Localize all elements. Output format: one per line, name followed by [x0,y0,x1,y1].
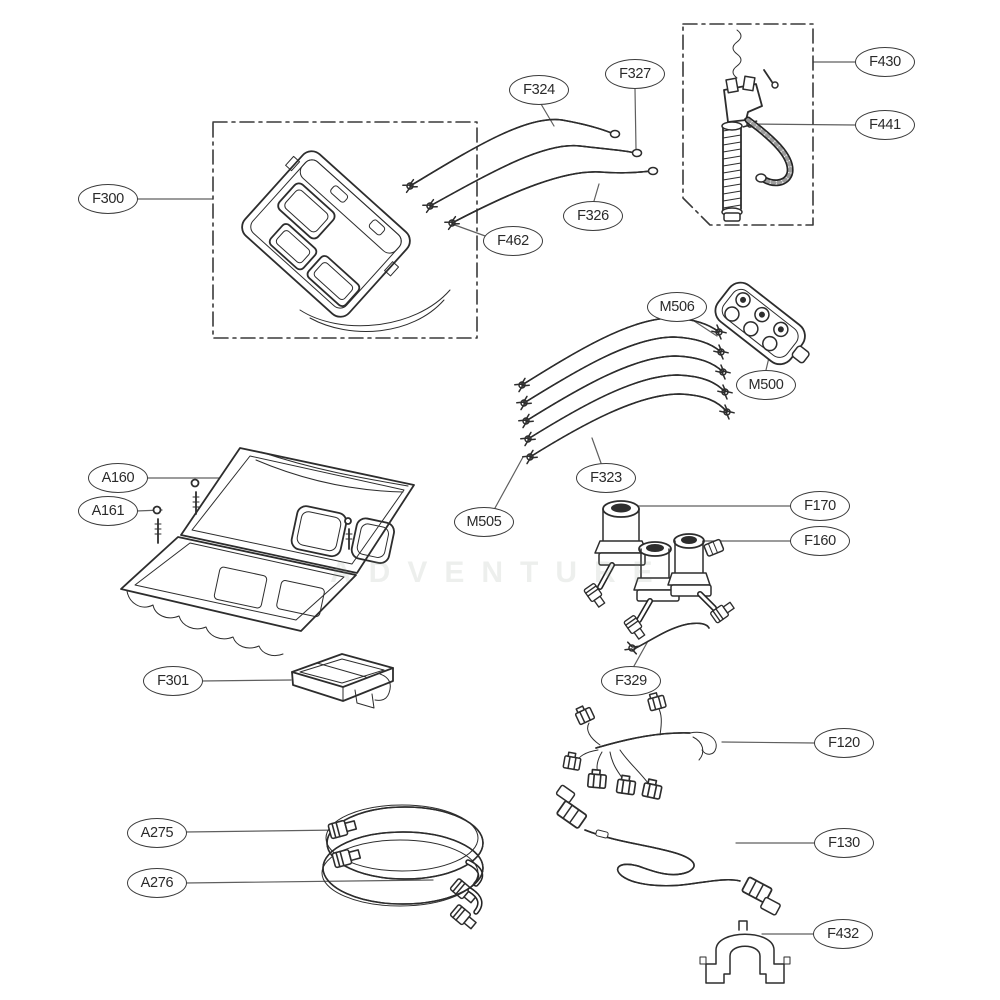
callout-f170: F170 [790,491,850,521]
callout-a275: A275 [127,818,187,848]
sensor-cable-f130-drawing [555,784,781,916]
callout-m505: M505 [454,507,514,537]
screw-right-drawing [344,517,353,550]
dispenser-top-assembly-drawing [241,150,460,333]
callout-f462: F462 [483,226,543,256]
dispenser-hose-f326-drawing [452,166,659,224]
callout-f130: F130 [814,828,874,858]
callout-f326: F326 [563,201,623,231]
callout-f329: F329 [601,666,661,696]
f430-boundary-box [682,23,814,226]
callout-f432: F432 [813,919,873,949]
callout-f441: F441 [855,110,915,140]
callout-f120: F120 [814,728,874,758]
steam-hose-assembly-drawing [721,29,794,222]
callout-f327: F327 [605,59,665,89]
inlet-hose-a276-drawing [322,832,483,932]
callout-f323: F323 [576,463,636,493]
callout-a160: A160 [88,463,148,493]
dispenser-tray-f301-drawing [291,653,394,709]
drawer-cover-assembly-drawing [120,447,415,657]
callout-f324: F324 [509,75,569,105]
callout-f430: F430 [855,47,915,77]
callout-f160: F160 [790,526,850,556]
callout-f300: F300 [78,184,138,214]
leader-lines [135,61,856,935]
callout-m506: M506 [647,292,707,322]
guide-tube-f329-drawing [624,622,710,655]
f300-boundary-box [212,121,478,339]
water-inlet-valve-drawing [583,500,737,642]
callout-f301: F301 [143,666,203,696]
dispenser-hose-f324-drawing [410,120,621,186]
screw-a161-drawing [152,505,162,544]
hose-bundle-f323-drawing [522,318,727,457]
hose-clip-f432-drawing [699,920,791,984]
wire-harness-f120-drawing [562,690,717,801]
dispenser-hose-f327-drawing [430,146,643,206]
nozzle-holder-m500-drawing [714,281,810,366]
screw-a160-drawing [190,478,200,515]
callout-a276: A276 [127,868,187,898]
callout-m500: M500 [736,370,796,400]
callout-a161: A161 [78,496,138,526]
watermark-text: ADVENTURE [330,556,670,589]
